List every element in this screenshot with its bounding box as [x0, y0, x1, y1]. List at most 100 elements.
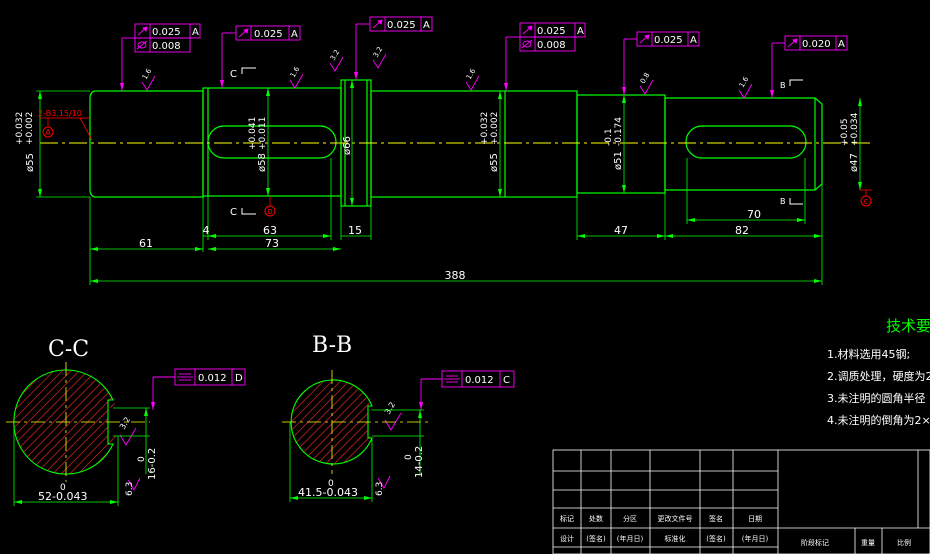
tol47-up: +0.05	[840, 118, 850, 146]
note-4: 4.未注明的倒角为2×	[827, 413, 930, 427]
section-b-top: B	[780, 81, 786, 90]
dim-388: 388	[445, 269, 466, 282]
section-bb-title: B-B	[312, 333, 352, 358]
diameter-labels: ø55 +0.032 +0.002 ø58 +0.041 +0.011 ø66 …	[15, 112, 860, 172]
frame1-value: 0.025	[152, 27, 181, 38]
tb-r1-c2: 处数	[589, 514, 603, 523]
frame6-value: 0.020	[802, 39, 831, 50]
dim-15: 15	[348, 224, 362, 237]
tb-r1-c6: 日期	[748, 515, 762, 523]
bb-keyway-dim: 14-0.2	[414, 446, 425, 478]
frame4-value: 0.025	[537, 26, 566, 37]
roughness-symbols	[119, 53, 753, 491]
phi51: ø51	[613, 151, 624, 170]
tb-r1-c1: 标记	[560, 514, 574, 523]
bb-width-dim: 41.5-0.043	[298, 486, 358, 499]
bb-roughness-2: 6.3	[375, 482, 385, 496]
frame2-datum: A	[291, 29, 298, 40]
section-bb: B-B 41.5-0.043 0 14-0.2 0	[282, 333, 428, 502]
center-hole-note: 2-B3.15/10	[38, 109, 82, 118]
tol47-dn: +0.034	[850, 112, 860, 146]
phi58: ø58	[257, 153, 268, 172]
vertical-dimensions	[36, 80, 861, 206]
tolerance-frames	[121, 16, 848, 410]
frame6-datum: A	[838, 39, 845, 50]
frame1-runout: 0.008	[152, 41, 181, 52]
tolerance-values: 0.025 A 0.008 0.025 A 0.025 A 0.025 A 0.…	[152, 20, 845, 386]
technical-notes: 技术要求 1.材料选用45钢; 2.调质处理，硬度为2 3.未注明的圆角半径 4…	[827, 317, 930, 427]
dim-4: 4	[203, 224, 210, 237]
phi55-mid: ø55	[489, 153, 500, 172]
section-cc-title: C-C	[48, 337, 89, 362]
roughness-2: 1.6	[289, 65, 302, 79]
roughness-values: 1.6 1.6 3.2 3.2 1.6 0.8 1.6 3.2 3.2 6.3 …	[118, 45, 751, 496]
cc-keyway-dim: 16-0.2	[147, 448, 158, 480]
tol55-mid-up: +0.032	[480, 112, 490, 145]
tolerance-symbols	[136, 19, 798, 383]
roughness-4: 3.2	[372, 45, 384, 59]
tb-weight: 重量	[861, 539, 875, 547]
note-3: 3.未注明的圆角半径	[827, 391, 926, 405]
cc-width-upper: 0	[60, 483, 66, 493]
dimension-arrows	[90, 218, 822, 283]
vertical-dimension-arrows	[38, 80, 862, 206]
datum-c-label: C	[864, 198, 869, 206]
cc-symmetry-value: 0.012	[198, 373, 227, 384]
tb-r1-c4: 更改文件号	[658, 514, 693, 523]
tb-r2-c3: (年月日)	[617, 534, 644, 543]
tolerance-arrows	[120, 72, 774, 410]
phi66: ø66	[342, 136, 353, 155]
roughness-1: 1.6	[141, 67, 154, 81]
cc-keyway-upper: 0	[137, 456, 147, 462]
frame4-datum: A	[577, 26, 584, 37]
tol58-dn: +0.011	[258, 117, 268, 150]
cc-width-dim: 52-0.043	[38, 490, 87, 503]
tb-r2-c2: (签名)	[586, 534, 606, 543]
datum-d-label: D	[267, 208, 272, 216]
horizontal-dimensions	[89, 158, 823, 285]
tol51-dn: -0.174	[614, 117, 624, 146]
tol55-left-up: +0.032	[15, 112, 25, 145]
datum-a-marker: A 2-B3.15/10	[38, 109, 93, 141]
roughness-3: 3.2	[329, 48, 341, 62]
tb-r2-c5: (签名)	[706, 534, 726, 543]
tol58-up: +0.041	[248, 117, 258, 150]
cc-roughness-1: 3.2	[118, 415, 132, 431]
tb-r2-c1: 设计	[560, 534, 574, 543]
cc-roughness-2: 6.3	[125, 482, 135, 496]
roughness-6: 0.8	[639, 71, 651, 85]
roughness-5: 1.6	[465, 67, 478, 81]
section-c-top: C	[230, 69, 237, 80]
frame2-value: 0.025	[254, 29, 283, 40]
phi47: ø47	[849, 153, 860, 172]
tb-r1-c3: 分区	[623, 514, 637, 523]
shaft-outline	[89, 79, 823, 207]
dim-73: 73	[265, 237, 279, 250]
section-c-bottom: C	[230, 207, 237, 218]
bb-roughness-1: 3.2	[383, 400, 397, 416]
frame5-datum: A	[690, 35, 697, 46]
tb-r2-c6: (年月日)	[742, 534, 769, 543]
note-1: 1.材料选用45钢;	[827, 347, 910, 361]
section-b-bottom: B	[780, 197, 786, 206]
datum-a-label: A	[45, 128, 51, 137]
bb-symmetry-value: 0.012	[465, 375, 494, 386]
dim-63: 63	[263, 224, 277, 237]
roughness-7: 1.6	[738, 75, 751, 89]
tol55-left-dn: +0.002	[25, 112, 35, 145]
frame4-runout: 0.008	[537, 40, 566, 51]
frame5-value: 0.025	[654, 35, 683, 46]
dim-61: 61	[139, 237, 153, 250]
bb-width-upper: 0	[328, 479, 334, 489]
tol55-mid-dn: +0.002	[490, 112, 500, 145]
phi55-left: ø55	[25, 153, 36, 172]
frame3-datum: A	[423, 20, 430, 31]
dim-47: 47	[614, 224, 628, 237]
bb-keyway-upper: 0	[404, 454, 414, 460]
tb-r2-c4: 标准化	[665, 534, 686, 543]
title-block	[552, 449, 930, 554]
notes-heading: 技术要求	[886, 317, 930, 335]
tb-stage-mark: 阶段标记	[801, 538, 829, 547]
note-2: 2.调质处理，硬度为2	[827, 369, 930, 383]
